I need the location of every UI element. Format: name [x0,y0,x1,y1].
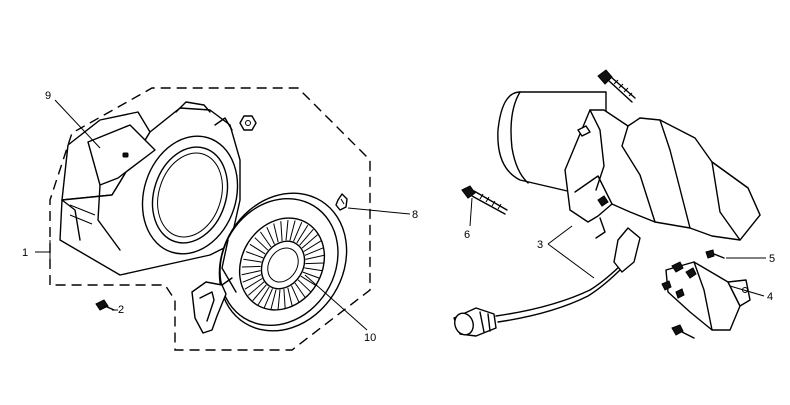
recoil-fin [252,284,267,302]
recoil-fin [305,262,325,265]
recoil-fin [291,285,300,304]
callout-8: 8 [412,209,418,221]
recoil-fin [247,281,265,296]
callout-2: 2 [118,304,124,316]
fan-shroud-icon [59,101,241,276]
starter-cable-icon [453,227,641,337]
recoil-starter-icon [218,192,348,332]
recoil-fin [289,220,296,241]
recoil-fin [263,288,273,308]
callout-6: 6 [464,229,470,241]
starter-handle-icon [191,277,233,334]
recoil-fin [245,251,264,259]
callout-5: 5 [769,253,775,265]
solenoid-icon [661,261,751,331]
screw-icon [95,299,115,311]
callout-9: 9 [45,90,51,102]
callout-4-leader [729,285,765,297]
callout-3-leader [547,225,595,279]
recoil-fin [304,267,323,272]
recoil-fin [266,226,275,245]
recoil-fin [283,288,286,309]
callout-6-leader [469,197,473,227]
recoil-fin [299,228,314,246]
callout-4: 4 [767,291,773,303]
recoil-fin [302,271,321,279]
bolt-icon [597,69,636,103]
callout-8-leader [347,207,411,215]
recoil-fin [297,279,312,293]
recoil-fin [285,220,289,241]
bolt-icon [461,185,508,215]
recoil-fin [243,258,262,263]
nut-icon [239,115,257,131]
recoil-fin [270,289,277,310]
recoil-fin [241,265,261,268]
recoil-fin [259,231,272,248]
clip-icon [335,193,348,211]
recoil-fin [257,286,270,306]
recoil-fin [254,237,269,251]
callout-10-leader [304,274,368,331]
recoil-fin [241,270,261,276]
recoil-fin [303,240,322,252]
recoil-fin [277,289,281,310]
recoil-fin [296,224,309,244]
callout-1: 1 [22,247,28,259]
recoil-fin [287,287,293,307]
screw-icon [705,249,725,259]
recoil-fin [280,221,283,242]
callout-1-bracket [35,240,51,262]
starter-motor-icon [497,91,761,241]
screw-icon [671,324,695,339]
recoil-fin [244,278,263,290]
recoil-fin [273,223,279,243]
assembly-group-boundary [49,87,371,351]
callout-9-leader [54,99,101,149]
recoil-fin [300,275,317,287]
recoil-fin [301,234,319,249]
recoil-fin [304,247,324,256]
callout-10: 10 [364,332,376,344]
recoil-fin [305,254,325,260]
callout-3: 3 [537,239,543,251]
recoil-fin [294,282,307,299]
recoil-fin [242,274,262,283]
recoil-fin [249,243,266,255]
recoil-fin [293,222,303,242]
